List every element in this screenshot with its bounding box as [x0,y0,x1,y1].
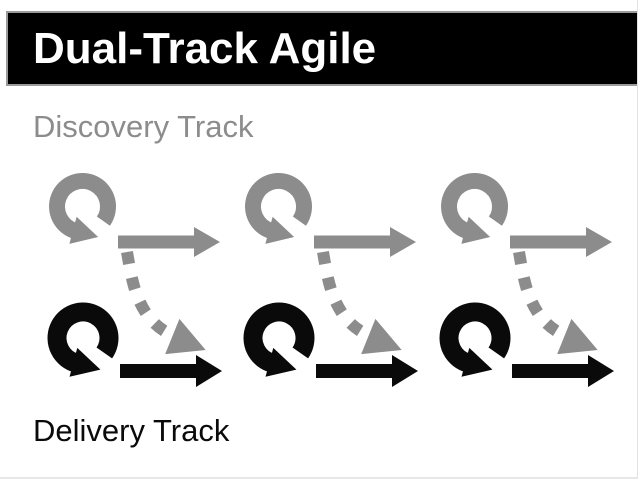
iteration-unit-instance [449,181,614,387]
discovery-track-label: Discovery Track [33,109,254,144]
iteration-unit-instance [253,181,418,387]
slide-bottom-rule [0,477,637,479]
dual-track-diagram [0,160,638,410]
page-title: Dual-Track Agile [33,23,377,73]
title-banner: Dual-Track Agile [6,11,637,86]
iteration-unit-instance [57,181,222,387]
iteration-units [57,181,614,387]
delivery-track-label: Delivery Track [33,413,230,448]
